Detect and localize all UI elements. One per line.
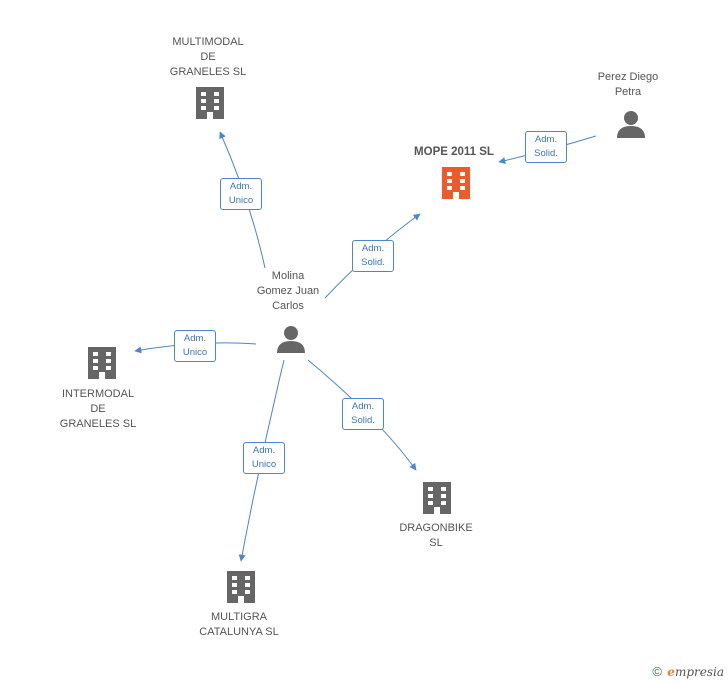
edge-role: Adm.: [361, 243, 385, 254]
building-icon-mope: [442, 167, 470, 199]
node-label-molina[interactable]: Molina Gomez Juan Carlos: [256, 270, 320, 312]
edge-role-type: Solid.: [351, 415, 375, 426]
node-label-intermodal[interactable]: INTERMODAL DE GRANELES SL: [59, 388, 137, 430]
edge-role: Adm.: [229, 181, 253, 192]
edge-label-to-mope: Adm. Solid.: [352, 240, 394, 272]
person-icon-molina: [277, 326, 305, 353]
node-label-dragonbike[interactable]: DRAGONBIKE SL: [399, 522, 473, 549]
edge-role-type: Solid.: [534, 148, 558, 159]
edge-role-type: Unico: [228, 195, 254, 206]
edge-role-type: Solid.: [361, 257, 385, 268]
node-label-perez[interactable]: Perez Diego Petra: [597, 71, 659, 98]
edge-role: Adm.: [351, 401, 375, 412]
building-icon-intermodal: [88, 347, 116, 379]
node-label-mope[interactable]: MOPE 2011 SL: [414, 146, 494, 158]
brand-logo-initial: e: [667, 665, 675, 679]
copyright-symbol: ©: [652, 664, 662, 679]
building-icon-dragonbike: [423, 482, 451, 514]
person-icon-perez: [617, 111, 645, 138]
building-icon-multimodal: [196, 87, 224, 119]
edge-role: Adm.: [183, 333, 207, 344]
node-label-multimodal[interactable]: MULTIMODAL DE GRANELES SL: [169, 36, 247, 78]
node-label-multigra[interactable]: MULTIGRA CATALUNYA SL: [199, 611, 279, 638]
edge-role: Adm.: [534, 134, 558, 145]
edge-role: Adm.: [252, 445, 276, 456]
building-icon-multigra: [227, 571, 255, 603]
edge-label-to-multigra: Adm. Unico: [243, 442, 285, 474]
edge-label-to-dragonbike: Adm. Solid.: [342, 398, 384, 430]
edge-label-to-multimodal: Adm. Unico: [220, 178, 262, 210]
brand-logo-text: mpresia: [674, 665, 724, 679]
edge-label-perez-to-mope: Adm. Solid.: [525, 131, 567, 163]
brand-footer[interactable]: © empresia: [652, 664, 724, 679]
edge-label-to-intermodal: Adm. Unico: [174, 330, 216, 362]
edge-role-type: Unico: [182, 347, 208, 358]
edge-role-type: Unico: [251, 459, 277, 470]
